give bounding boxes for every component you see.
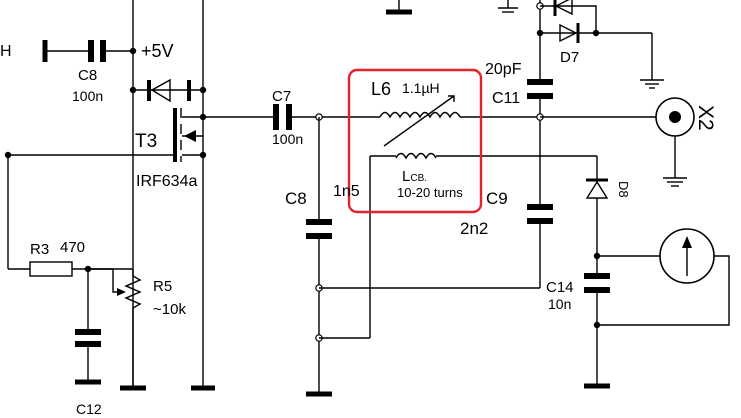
label-c7: C7: [272, 88, 291, 105]
label-c11-value: 20pF: [485, 61, 522, 78]
label-lcb-turns: 10-20 turns: [397, 185, 463, 200]
label-x2: X2: [694, 105, 717, 131]
label-c14-value: 10n: [548, 296, 571, 312]
label-r5-value: ~10k: [153, 301, 186, 318]
capacitor-c7: [203, 104, 380, 130]
label-r3-value: 470: [60, 239, 85, 256]
label-l6: L6: [371, 79, 391, 99]
label-t3: T3: [135, 131, 157, 152]
label-c8-top-value: 100n: [72, 88, 103, 104]
label-r5: R5: [153, 278, 172, 295]
capacitor-c11: [527, 79, 553, 205]
label-c7-value: 100n: [272, 131, 303, 147]
junction-source: [199, 151, 207, 159]
capacitor-c9: [319, 204, 553, 289]
label-c9-value: 2n2: [460, 219, 488, 238]
label-l6-value: 1.1µH: [402, 80, 440, 96]
capacitor-c8-mid: [306, 117, 332, 397]
inductor-l6: [379, 95, 540, 147]
capacitor-c14: [584, 273, 610, 389]
junction-d7-right: [592, 29, 600, 37]
label-c11: C11: [492, 90, 520, 107]
label-c8-mid: C8: [285, 189, 307, 208]
potentiometer-r5: [88, 268, 146, 391]
label-c8-mid-value: 1n5: [333, 183, 360, 200]
connector-x2: [540, 97, 695, 187]
capacitor-c8-top: [42, 40, 133, 62]
label-h: H: [0, 43, 12, 60]
label-d7: D7: [560, 49, 579, 66]
label-r3: R3: [30, 241, 49, 258]
diode-d8: [585, 156, 609, 274]
label-supply: +5V: [141, 41, 174, 61]
diode-d7: [540, 0, 664, 89]
meter-gauge: [597, 228, 730, 326]
label-t3-part: IRF634a: [136, 173, 197, 190]
highlight-box: [347, 68, 483, 214]
label-c9: C9: [486, 189, 508, 208]
resistor-r3: [8, 261, 133, 277]
inductor-lcb: [319, 152, 597, 339]
junction-diode-right: [199, 86, 207, 94]
label-c8-top: C8: [78, 67, 97, 84]
label-c12: C12: [76, 401, 102, 417]
label-lcb: LCB.: [402, 168, 427, 185]
ground-top-2: [498, 0, 518, 13]
capacitor-c12: [75, 269, 101, 385]
label-d8: D8: [616, 181, 631, 198]
label-c14: C14: [546, 279, 574, 296]
mosfet-t3: [173, 108, 203, 162]
diode-protect: [133, 78, 203, 103]
